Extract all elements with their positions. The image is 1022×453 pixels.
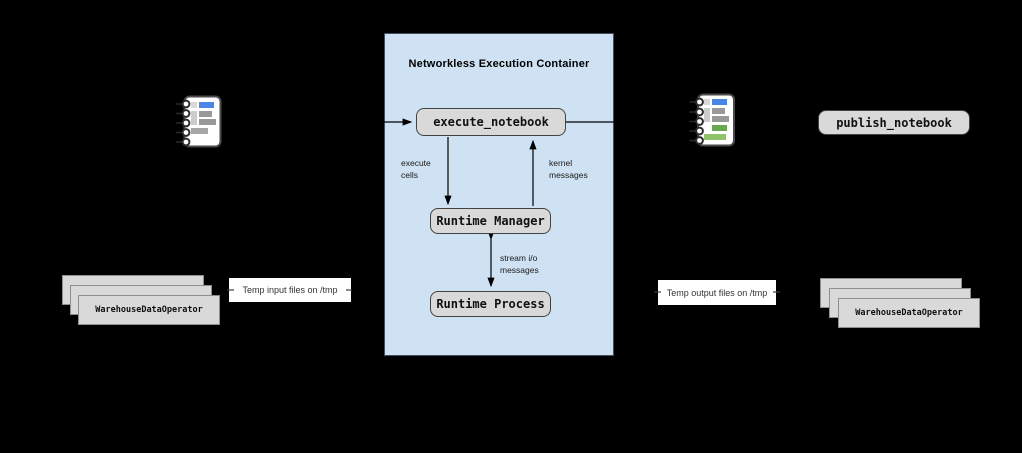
edge-label-kernel-messages: kernel messages [549,158,588,181]
temp-output-label: Temp output files on /tmp [658,280,776,305]
input-notebook-icon [176,95,222,148]
temp-input-label: Temp input files on /tmp [229,278,351,302]
operator-card-front: WarehouseDataOperator [78,295,220,325]
operator-card-front: WarehouseDataOperator [838,298,980,328]
node-runtime-manager: Runtime Manager [430,208,551,234]
node-execute-notebook: execute_notebook [416,108,566,136]
operator-card-label: WarehouseDataOperator [855,308,963,318]
notebook-cell-bars [191,102,216,134]
notebook-binding-rings [689,97,704,145]
node-publish-notebook-label: publish_notebook [836,115,952,130]
node-runtime-manager-label: Runtime Manager [436,214,545,228]
temp-output-label-text: Temp output files on /tmp [666,287,768,298]
notebook-binding-rings [176,99,191,147]
temp-input-label-text: Temp input files on /tmp [242,285,338,295]
node-runtime-process-label: Runtime Process [436,297,545,311]
edge-label-stream-io: stream i/o messages [500,253,539,276]
output-notebook-icon [689,93,735,147]
notebook-cell-bars [704,99,729,140]
container-title: Networkless Execution Container [408,58,590,70]
node-execute-notebook-label: execute_notebook [433,115,549,129]
node-publish-notebook: publish_notebook [818,110,970,135]
edge-label-execute-cells: execute cells [401,158,431,181]
operator-card-label: WarehouseDataOperator [95,305,203,315]
node-runtime-process: Runtime Process [430,291,551,317]
